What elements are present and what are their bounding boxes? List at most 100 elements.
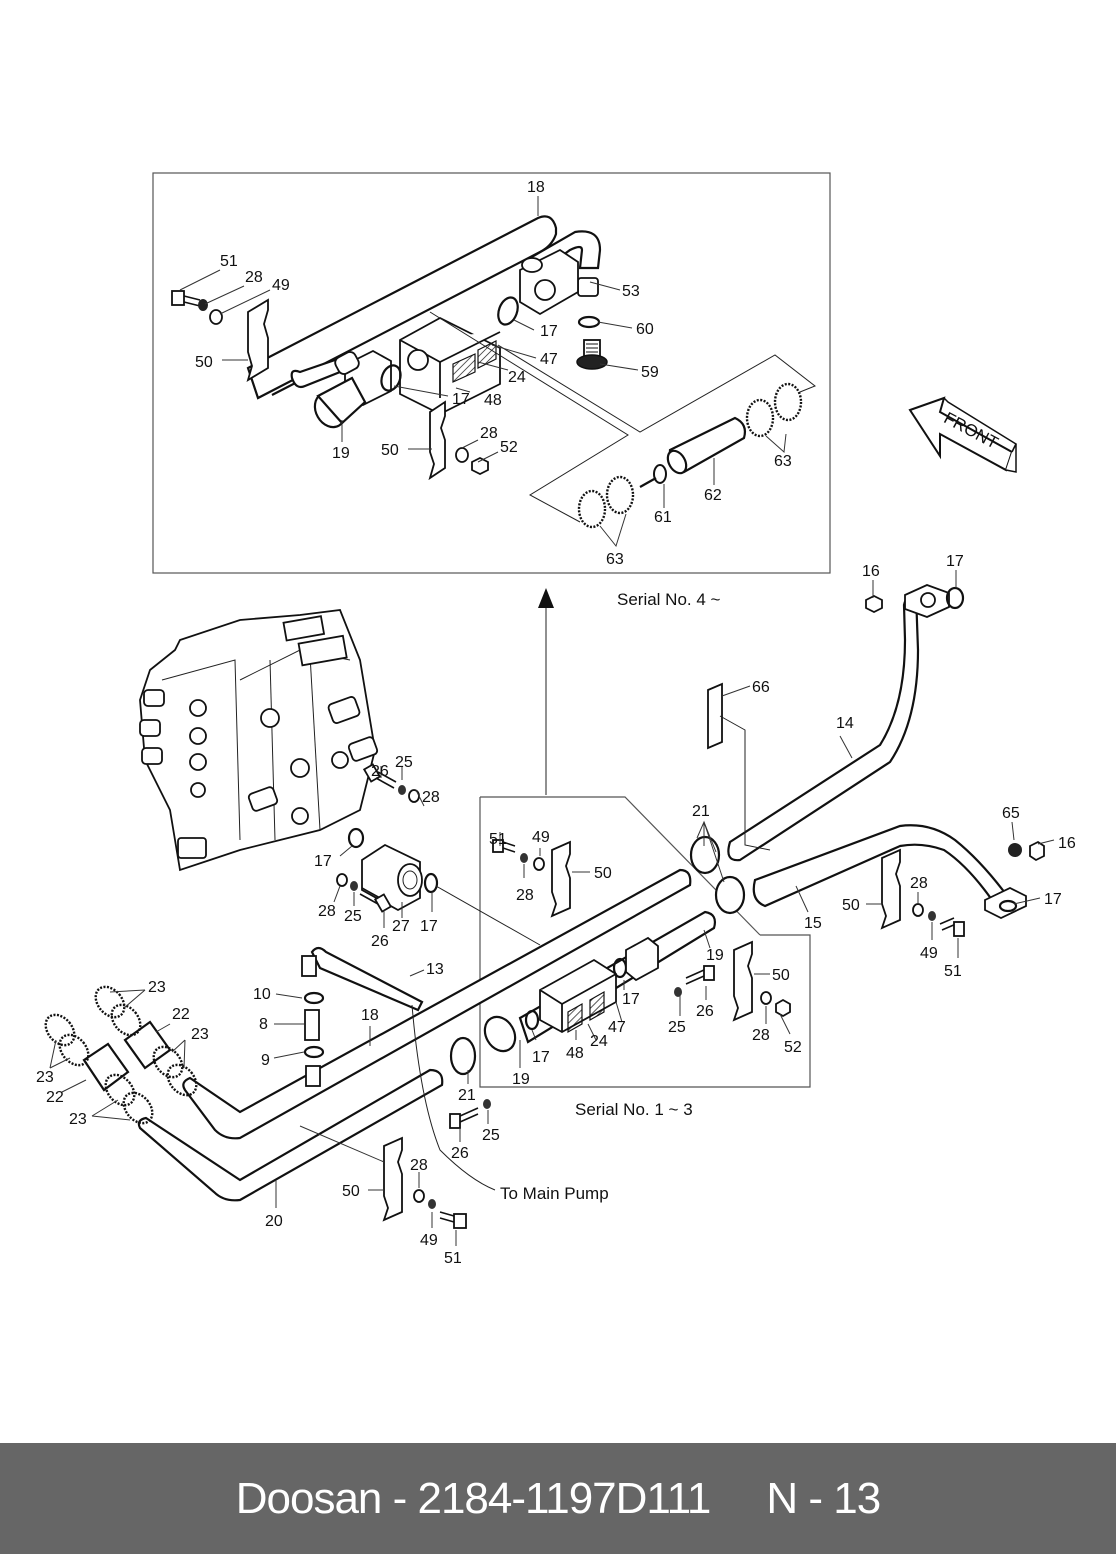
bracket-50	[880, 848, 901, 930]
label-22: 22	[46, 1089, 64, 1106]
label-21: 21	[458, 1087, 476, 1104]
pipe-15	[752, 824, 1045, 920]
label-23: 23	[191, 1026, 209, 1043]
label-59: 59	[641, 364, 659, 381]
label-28-lower: 28	[480, 425, 498, 442]
label-66: 66	[752, 679, 770, 696]
label-48: 48	[484, 392, 502, 409]
label-10: 10	[253, 986, 271, 1003]
bolt-51-set	[492, 839, 545, 871]
label-25: 25	[482, 1127, 500, 1144]
label-48: 48	[566, 1045, 584, 1062]
elbow-53	[519, 230, 602, 316]
front-arrow-icon: FRONT	[908, 396, 1017, 473]
block-24-lower	[449, 936, 659, 1076]
caption-serial-4: Serial No. 4 ~	[617, 590, 721, 609]
clamp-23	[58, 1033, 90, 1067]
label-19: 19	[706, 947, 724, 964]
label-17: 17	[622, 991, 640, 1008]
clamp-63	[577, 489, 607, 529]
label-24: 24	[590, 1033, 608, 1050]
label-24: 24	[508, 369, 526, 386]
label-23: 23	[69, 1111, 87, 1128]
washers-28-49	[912, 903, 965, 937]
parts-diagram: 18 51 28 49 50 53 17 60 47 59 24 17 48 1…	[36, 172, 1076, 1267]
clamp-23	[104, 1073, 136, 1107]
hose-62	[666, 416, 747, 475]
clamp-23	[44, 1013, 76, 1047]
pipe-20	[137, 1068, 444, 1202]
label-26: 26	[371, 763, 389, 780]
label-61: 61	[654, 509, 672, 526]
plate-66	[707, 682, 723, 750]
port-fitting	[305, 1065, 321, 1087]
label-26: 26	[451, 1145, 469, 1162]
hose-22	[82, 1020, 172, 1092]
o-ring-17	[423, 872, 439, 894]
label-28: 28	[410, 1157, 428, 1174]
plug-59	[576, 339, 608, 370]
label-50: 50	[772, 967, 790, 984]
label-49: 49	[420, 1232, 438, 1249]
clamp-23	[166, 1063, 198, 1097]
label-53: 53	[622, 283, 640, 300]
clamp-63	[745, 398, 775, 438]
label-51: 51	[220, 253, 238, 270]
o-ring-60	[577, 315, 601, 329]
label-26: 26	[696, 1003, 714, 1020]
filter-47	[589, 990, 605, 1022]
label-27: 27	[392, 918, 410, 935]
seal-21	[714, 875, 746, 915]
label-8: 8	[259, 1016, 268, 1033]
label-9: 9	[261, 1052, 270, 1069]
label-63: 63	[774, 453, 792, 470]
label-17: 17	[946, 553, 964, 570]
o-ring-17	[998, 899, 1018, 913]
filter-48	[567, 1002, 583, 1034]
label-17: 17	[420, 918, 438, 935]
fitting-8	[304, 1009, 320, 1041]
label-18: 18	[361, 1007, 379, 1024]
label-16: 16	[1058, 835, 1076, 852]
label-63-lower: 63	[606, 551, 624, 568]
bolt-26-set-bottom	[449, 1099, 491, 1129]
label-49: 49	[532, 829, 550, 846]
label-20: 20	[265, 1213, 283, 1230]
washer-28	[455, 447, 469, 463]
label-52: 52	[500, 439, 518, 456]
label-17-lower: 17	[452, 391, 470, 408]
label-22: 22	[172, 1006, 190, 1023]
clamp-23	[110, 1003, 142, 1037]
label-51: 51	[489, 831, 507, 848]
pipe-18	[182, 868, 692, 1140]
label-60: 60	[636, 321, 654, 338]
o-ring-10	[303, 991, 325, 1005]
label-21: 21	[692, 803, 710, 820]
washers-28-52	[760, 991, 791, 1018]
flange-19-inset	[290, 349, 402, 429]
label-13: 13	[426, 961, 444, 978]
o-ring-17	[524, 1009, 540, 1031]
clamp-63	[605, 475, 635, 515]
label-25: 25	[344, 908, 362, 925]
label-51: 51	[444, 1250, 462, 1267]
label-26: 26	[371, 933, 389, 950]
bracket-50-lower	[428, 400, 446, 481]
bracket-50	[732, 940, 753, 1022]
label-65: 65	[1002, 805, 1020, 822]
label-23: 23	[148, 979, 166, 996]
o-ring-9	[303, 1045, 325, 1059]
footer-banner: Doosan - 2184-1197D111 N - 13	[0, 1443, 1116, 1554]
label-17: 17	[532, 1049, 550, 1066]
bolt-16	[865, 594, 883, 614]
flange-27	[347, 827, 439, 912]
hose-13	[301, 946, 496, 1191]
bolt-26-set-lower	[674, 965, 715, 997]
label-28: 28	[752, 1027, 770, 1044]
label-50: 50	[195, 354, 213, 371]
label-49: 49	[272, 277, 290, 294]
nut-52	[471, 456, 489, 476]
bracket-50	[382, 1136, 403, 1222]
label-52: 52	[784, 1039, 802, 1056]
bolt-26-lower	[336, 873, 393, 913]
